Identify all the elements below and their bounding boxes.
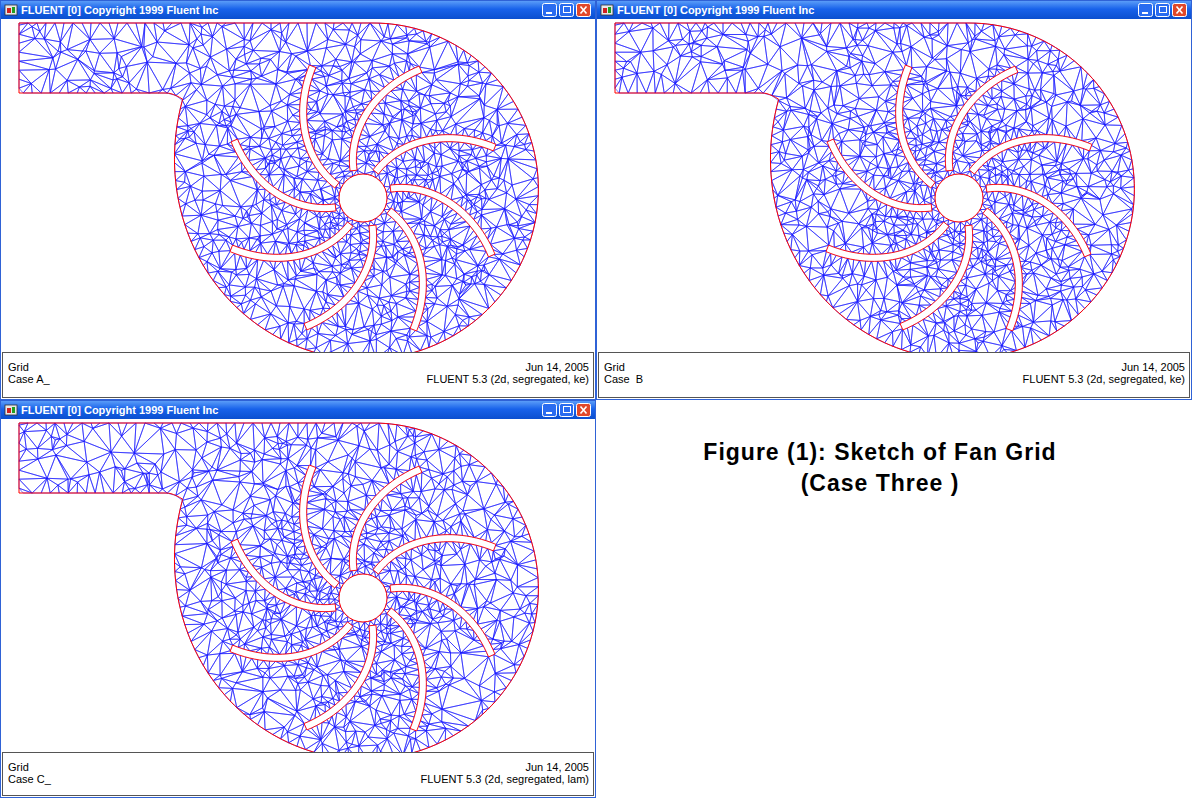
title-bar: FLUENT [0] Copyright 1999 Fluent Inc bbox=[597, 1, 1191, 19]
app-icon bbox=[600, 3, 614, 17]
info-panel: GridCase C_ Jun 14, 2005FLUENT 5.3 (2d, s… bbox=[2, 752, 594, 796]
hub-circle bbox=[339, 174, 387, 222]
panel-column: GridCase B bbox=[604, 361, 643, 397]
fan-blade bbox=[390, 584, 495, 657]
figure-caption: Figure (1): Sketch of Fan Grid (Case Thr… bbox=[685, 437, 1075, 499]
fan-grid bbox=[1, 1, 595, 399]
mesh-lines bbox=[615, 23, 1134, 359]
window-title: FLUENT [0] Copyright 1999 Fluent Inc bbox=[21, 1, 595, 17]
volute-outline bbox=[615, 23, 1134, 359]
fan-blade bbox=[230, 622, 353, 661]
panel-text: Grid bbox=[8, 761, 51, 773]
fan-grid bbox=[597, 1, 1191, 399]
fan-blade bbox=[304, 225, 377, 330]
info-panel: GridCase B Jun 14, 2005FLUENT 5.3 (2d, se… bbox=[598, 352, 1190, 398]
fan-blade bbox=[983, 208, 1022, 331]
graphics-ground bbox=[597, 19, 1191, 352]
volute-outline bbox=[19, 23, 538, 359]
app-window: FLUENT [0] Copyright 1999 Fluent IncGrid… bbox=[596, 0, 1192, 400]
panel-text: Case B bbox=[604, 373, 643, 385]
app-icon bbox=[4, 403, 18, 417]
window-buttons bbox=[542, 3, 592, 17]
fan-blade bbox=[896, 65, 935, 188]
fan-blade bbox=[304, 625, 377, 730]
maximize-button bbox=[560, 404, 574, 417]
maximize-button bbox=[560, 4, 574, 17]
window-buttons bbox=[542, 403, 592, 417]
fan-blade bbox=[900, 225, 973, 330]
maximize-button bbox=[1156, 4, 1170, 17]
fan-blade bbox=[387, 208, 426, 331]
fan-blade bbox=[827, 139, 932, 212]
panel-text: Grid bbox=[8, 361, 50, 373]
minimize-button bbox=[543, 4, 557, 17]
fan-blade bbox=[373, 135, 496, 174]
fan-blade bbox=[387, 608, 426, 731]
graphics-ground bbox=[1, 419, 595, 752]
mesh-lines bbox=[19, 423, 538, 759]
minimize-button bbox=[1139, 4, 1153, 17]
fan-grid bbox=[1, 401, 595, 797]
hub-circle bbox=[935, 174, 983, 222]
fan-blade bbox=[230, 222, 353, 261]
fan-blade bbox=[373, 535, 496, 574]
panel-column: Jun 14, 2005FLUENT 5.3 (2d, segregated, … bbox=[427, 361, 589, 397]
fan-blade bbox=[945, 66, 1018, 171]
panel-text: FLUENT 5.3 (2d, segregated, ke) bbox=[427, 373, 589, 385]
panel-text: Jun 14, 2005 bbox=[1023, 361, 1185, 373]
fan-blade bbox=[300, 465, 339, 588]
app-window: FLUENT [0] Copyright 1999 Fluent IncGrid… bbox=[0, 400, 596, 798]
panel-text: FLUENT 5.3 (2d, segregated, lam) bbox=[420, 773, 589, 785]
panel-text: Grid bbox=[604, 361, 643, 373]
panel-text: Case C_ bbox=[8, 773, 51, 785]
close-button bbox=[577, 404, 591, 417]
window-title: FLUENT [0] Copyright 1999 Fluent Inc bbox=[617, 1, 1191, 17]
panel-text: Jun 14, 2005 bbox=[420, 761, 589, 773]
fan-blade bbox=[390, 184, 495, 257]
app-window: FLUENT [0] Copyright 1999 Fluent IncGrid… bbox=[0, 0, 596, 400]
minimize-button bbox=[543, 404, 557, 417]
fan-blade bbox=[231, 139, 336, 212]
title-bar: FLUENT [0] Copyright 1999 Fluent Inc bbox=[1, 401, 595, 419]
fan-blade bbox=[826, 222, 949, 261]
fan-blade bbox=[349, 466, 422, 571]
panel-column: GridCase C_ bbox=[8, 761, 51, 795]
panel-column: GridCase A_ bbox=[8, 361, 50, 397]
close-button bbox=[1173, 4, 1187, 17]
fan-blade bbox=[231, 539, 336, 612]
volute-outline bbox=[19, 423, 538, 759]
info-panel: GridCase A_ Jun 14, 2005FLUENT 5.3 (2d, s… bbox=[2, 352, 594, 398]
app-icon bbox=[4, 3, 18, 17]
hub-circle bbox=[339, 574, 387, 622]
title-bar: FLUENT [0] Copyright 1999 Fluent Inc bbox=[1, 1, 595, 19]
panel-column: Jun 14, 2005FLUENT 5.3 (2d, segregated, … bbox=[420, 761, 589, 795]
panel-column: Jun 14, 2005FLUENT 5.3 (2d, segregated, … bbox=[1023, 361, 1185, 397]
fan-blade bbox=[969, 135, 1092, 174]
fan-blade bbox=[986, 184, 1091, 257]
panel-text: Jun 14, 2005 bbox=[427, 361, 589, 373]
panel-text: Case A_ bbox=[8, 373, 50, 385]
fan-blade bbox=[300, 65, 339, 188]
fan-blade bbox=[349, 66, 422, 171]
window-title: FLUENT [0] Copyright 1999 Fluent Inc bbox=[21, 401, 595, 417]
close-button bbox=[577, 4, 591, 17]
panel-text: FLUENT 5.3 (2d, segregated, ke) bbox=[1023, 373, 1185, 385]
window-buttons bbox=[1138, 3, 1188, 17]
mesh-lines bbox=[19, 23, 538, 359]
